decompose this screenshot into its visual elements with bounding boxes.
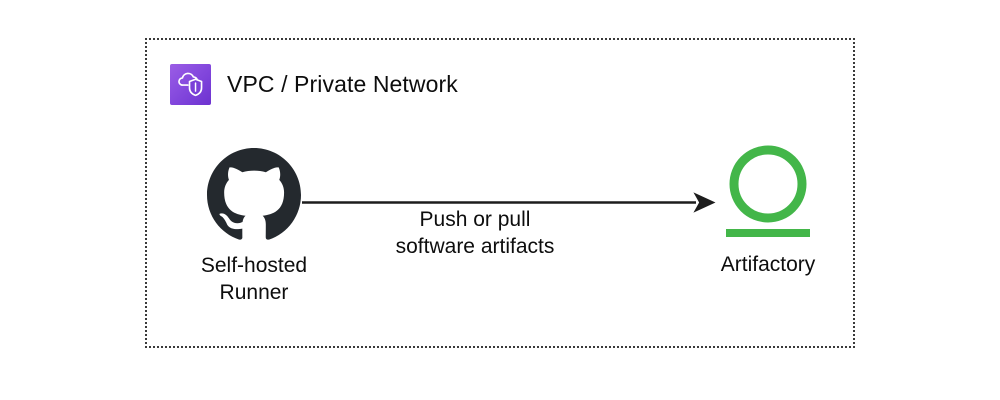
- vpc-title: VPC / Private Network: [227, 71, 458, 97]
- vpc-cloud-shield-icon: [170, 64, 211, 105]
- node-label-line-2: Runner: [219, 281, 289, 304]
- edge-label-push-or-pull: Push or pull software artifacts: [365, 206, 585, 260]
- edge-label-line-2: software artifacts: [395, 235, 555, 258]
- node-self-hosted-runner[interactable]: Self-hosted Runner: [176, 148, 332, 306]
- node-label-line-1: Artifactory: [720, 253, 816, 276]
- node-artifactory[interactable]: Artifactory: [690, 140, 846, 278]
- node-label-line-1: Self-hosted: [200, 254, 308, 277]
- vpc-header: VPC / Private Network: [170, 64, 458, 105]
- edge-label-line-1: Push or pull: [419, 208, 531, 231]
- artifactory-logo-icon: [726, 145, 810, 237]
- github-octocat-icon: [207, 148, 301, 240]
- node-label-artifactory: Artifactory: [690, 251, 846, 278]
- node-label-self-hosted-runner: Self-hosted Runner: [176, 252, 332, 306]
- vpc-boundary-group: [145, 38, 855, 348]
